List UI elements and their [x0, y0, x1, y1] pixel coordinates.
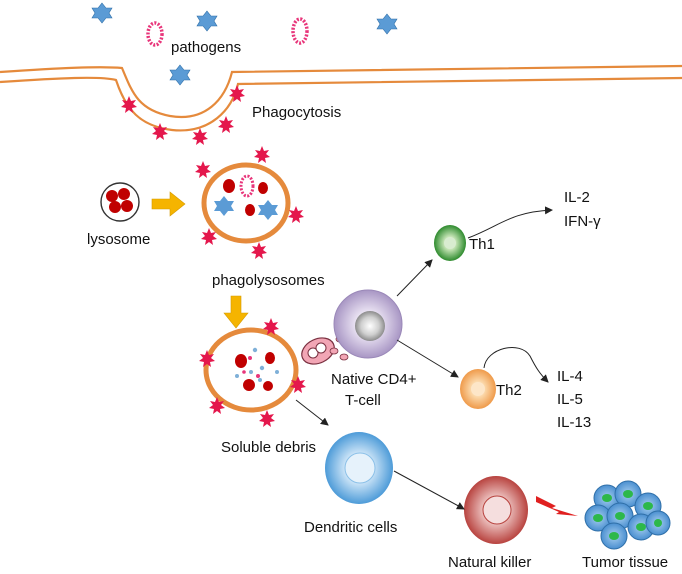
lightning-bolt-icon: [536, 496, 578, 516]
lysosome-label: lysosome: [87, 231, 150, 248]
phagolysosome: [199, 318, 306, 427]
th1-cytokine-ifng: IFN-γ: [564, 213, 601, 230]
pathogen-group: [91, 2, 398, 86]
phagocytosis-label: Phagocytosis: [252, 104, 341, 121]
red-star-icon: [209, 397, 225, 414]
tumor-tissue-label: Tumor tissue: [582, 554, 668, 571]
dendritic-cells-label: Dendritic cells: [304, 519, 397, 536]
natural-killer-label: Natural killer: [448, 554, 531, 571]
arrow-group: [295, 206, 553, 510]
native-cd4-t-cell: [333, 289, 403, 359]
red-star-icon: [199, 350, 215, 367]
red-star-icon: [229, 85, 245, 102]
red-star-icon: [201, 228, 217, 245]
blue-star-pathogen-icon: [376, 13, 398, 35]
th1-cytokine-il2: IL-2: [564, 189, 590, 206]
th1-label: Th1: [469, 236, 495, 253]
arrow-th2-to-cytokines: [483, 347, 549, 383]
arrow-cd4-to-th1: [396, 259, 433, 297]
soluble-debris-label: Soluble debris: [221, 439, 316, 456]
tumor-tissue: [584, 480, 671, 550]
blue-star-pathogen-icon: [91, 2, 113, 24]
th2-cytokine-il4: IL-4: [557, 368, 583, 385]
pathogens-label: pathogens: [171, 39, 241, 56]
text-labels: pathogens Phagocytosis lysosome phagolys…: [87, 39, 668, 571]
cell-membrane: [0, 64, 682, 132]
th2-label: Th2: [496, 382, 522, 399]
arrow-dc-to-nk: [393, 470, 465, 510]
th2-cell: [460, 369, 496, 409]
arrow-th1-to-cytokines: [467, 206, 553, 239]
red-star-icon: [288, 206, 304, 223]
red-star-icon: [263, 318, 279, 335]
native-cd4-label-line1: Native CD4+: [331, 371, 417, 388]
blue-star-pathogen-icon: [169, 64, 191, 86]
red-star-group: [121, 85, 245, 145]
arrow-cd4-to-th2: [396, 339, 459, 378]
phagosome: [195, 146, 304, 259]
red-star-icon: [254, 146, 270, 163]
phagolysosomes-label: phagolysosomes: [212, 272, 325, 289]
red-star-icon: [218, 116, 234, 133]
red-star-icon: [259, 410, 275, 427]
th2-cytokine-il13: IL-13: [557, 414, 591, 431]
yellow-arrow-down-icon: [223, 295, 249, 329]
native-cd4-label-line2: T-cell: [345, 392, 381, 409]
yellow-arrow-right-icon: [151, 191, 186, 217]
red-star-icon: [195, 161, 211, 178]
red-star-icon: [290, 376, 306, 393]
lysosome: [100, 182, 140, 222]
red-star-icon: [251, 242, 267, 259]
antigen-presentation: [301, 335, 349, 365]
natural-killer-cell: [464, 476, 528, 544]
red-star-icon: [152, 123, 168, 140]
blue-star-pathogen-icon: [196, 10, 218, 32]
arrow-phagolysosome-to-debris: [295, 399, 329, 426]
red-star-icon: [121, 96, 137, 113]
dendritic-cell: [325, 432, 393, 504]
pink-ring-pathogen-icon: [146, 21, 164, 47]
th2-cytokine-il5: IL-5: [557, 391, 583, 408]
pink-ring-pathogen-icon: [291, 17, 309, 45]
red-star-icon: [192, 128, 208, 145]
th1-cell: [434, 225, 466, 261]
